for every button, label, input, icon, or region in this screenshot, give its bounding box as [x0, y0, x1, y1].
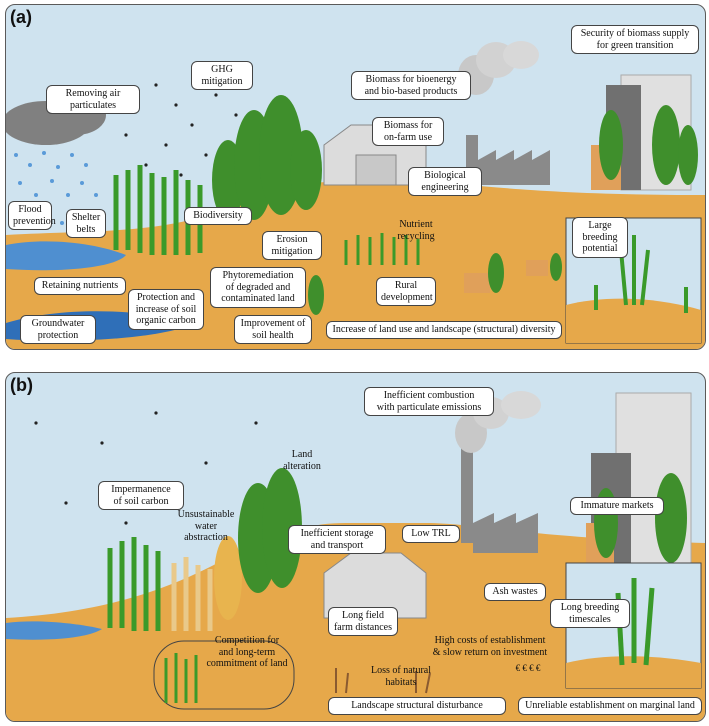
label-inefficient-combustion: Inefficient combustion with particulate …: [364, 387, 494, 416]
label-nutrient-recycling: Nutrient recycling: [397, 219, 435, 242]
label-impermanence: Impermanence of soil carbon: [98, 481, 184, 510]
competition-inset: [153, 640, 295, 710]
label-shelter: Shelter belts: [66, 209, 106, 238]
dry-tree: [214, 536, 242, 620]
shelter-belt-grass: [113, 165, 203, 255]
city-trees: [599, 105, 698, 185]
label-retaining: Retaining nutrients: [34, 277, 126, 295]
label-protection: Protection and increase of soil organic …: [128, 289, 204, 330]
small-trees: [308, 253, 562, 315]
label-removing-air: Removing air particulates: [46, 85, 140, 114]
nutrient-crop: [344, 233, 420, 265]
label-land-use: Increase of land use and landscape (stru…: [326, 321, 562, 339]
particles: [34, 411, 258, 525]
label-large-breeding: Large breeding potential: [572, 217, 628, 258]
label-soil-health: Improvement of soil health: [234, 315, 312, 344]
factory: [455, 391, 541, 553]
dead-shrubs: [335, 668, 431, 694]
trees-centre: [238, 468, 302, 593]
dry-grass: [171, 557, 213, 631]
label-unsustainable-water: Unsustainable water abstraction: [177, 509, 235, 543]
label-ghg: GHG mitigation: [191, 61, 253, 90]
trees-centre: [212, 95, 322, 220]
label-low-trl: Low TRL: [402, 525, 460, 543]
label-unreliable: Unreliable establishment on marginal lan…: [518, 697, 702, 715]
label-biomass-bioenergy: Biomass for bioenergy and bio-based prod…: [351, 71, 471, 100]
label-phyto: Phytoremediation of degraded and contami…: [210, 267, 306, 308]
label-high-costs: High costs of establishment & slow retur…: [432, 635, 548, 658]
lake: [6, 621, 102, 640]
panel-a-label: (a): [10, 7, 32, 27]
panel-a: (a): [5, 4, 706, 350]
green-grass: [107, 537, 161, 631]
label-groundwater: Groundwater protection: [20, 315, 96, 344]
panel-a-scene: [6, 41, 705, 349]
label-rural: Rural development: [376, 277, 436, 306]
label-biodiversity: Biodiversity: [184, 207, 252, 225]
ghg-particles: [124, 83, 238, 177]
label-biomass-onfarm: Biomass for on-farm use: [372, 117, 444, 146]
label-long-field: Long field farm distances: [328, 607, 398, 636]
label-inefficient-storage: Inefficient storage and transport: [288, 525, 386, 554]
label-erosion: Erosion mitigation: [262, 231, 322, 260]
label-long-breeding: Long breeding timescales: [550, 599, 630, 628]
label-ash-wastes: Ash wastes: [484, 583, 546, 601]
label-landscape-disturbance: Landscape structural disturbance: [328, 697, 506, 715]
label-security: Security of biomass supply for green tra…: [571, 25, 699, 54]
competition-plants: [164, 653, 198, 703]
label-land-alteration: Land alteration: [283, 449, 321, 472]
houses: [464, 260, 548, 293]
label-loss-habitats: Loss of natural habitats: [371, 665, 431, 688]
label-biological-engineering: Biological engineering: [408, 167, 482, 196]
label-flood: Flood prevention: [8, 201, 56, 230]
panel-b-label: (b): [10, 375, 33, 395]
panel-b: (b): [5, 372, 706, 722]
lake: [6, 241, 126, 271]
label-immature-markets: Immature markets: [570, 497, 664, 515]
factory: [458, 41, 550, 185]
label-competition: Competition for and long-term commitment…: [206, 635, 288, 669]
breeding-plants: [594, 235, 688, 313]
label-currency: € € € €: [515, 663, 541, 673]
barn: [323, 552, 427, 619]
